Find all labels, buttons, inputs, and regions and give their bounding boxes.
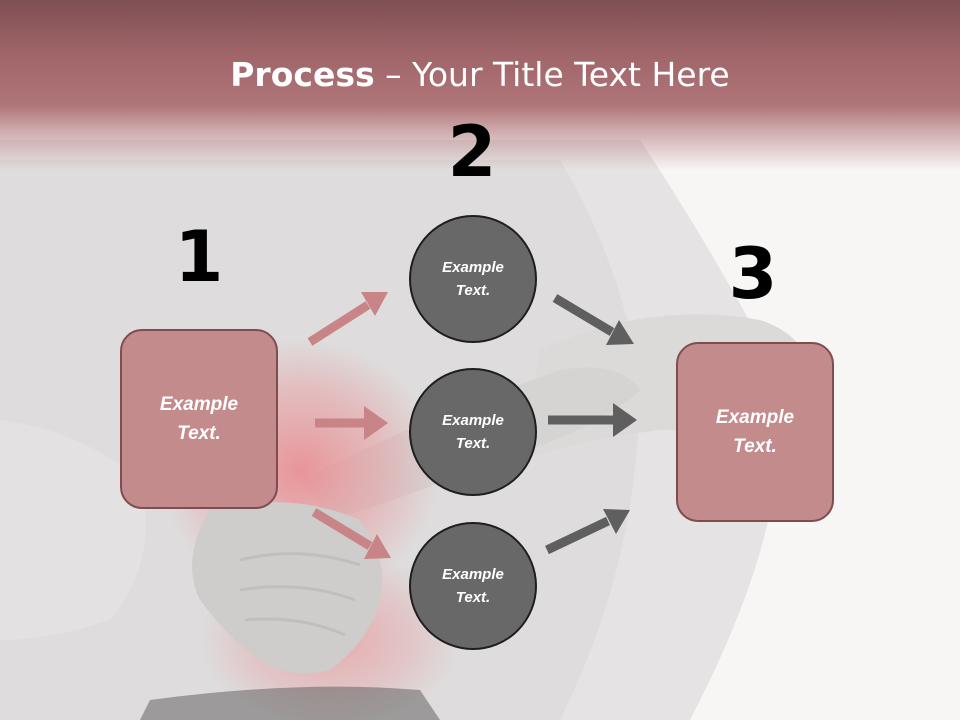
circle-top-text: Example Text.	[442, 259, 504, 299]
step-2-circle-bottom: Example Text.	[409, 522, 537, 650]
arrow-middle-left	[315, 406, 388, 440]
title-bold-part: Process	[230, 55, 375, 94]
arrows-left-group	[307, 292, 391, 559]
step-1-box: Example Text.	[120, 329, 278, 509]
step-number-2: 2	[447, 111, 497, 193]
circle-middle-text: Example Text.	[442, 412, 504, 452]
arrow-up-right	[545, 509, 630, 555]
arrow-middle-right	[548, 403, 637, 437]
step-number-1: 1	[174, 216, 224, 298]
step-2-circle-top: Example Text.	[409, 215, 537, 343]
arrow-up-left	[307, 292, 388, 346]
arrow-down-right	[552, 294, 634, 345]
title-rest: – Your Title Text Here	[374, 55, 730, 94]
step-2-circle-middle: Example Text.	[409, 368, 537, 496]
title-band	[0, 0, 960, 170]
arrows-right-group	[545, 294, 637, 555]
step-3-box: Example Text.	[676, 342, 834, 522]
slide-title: Process – Your Title Text Here	[0, 52, 960, 98]
circle-bottom-text: Example Text.	[442, 566, 504, 606]
step-3-text: Example Text.	[715, 407, 795, 457]
arrow-down-left	[311, 508, 391, 559]
step-number-3: 3	[728, 233, 778, 315]
step-1-text: Example Text.	[159, 394, 239, 444]
